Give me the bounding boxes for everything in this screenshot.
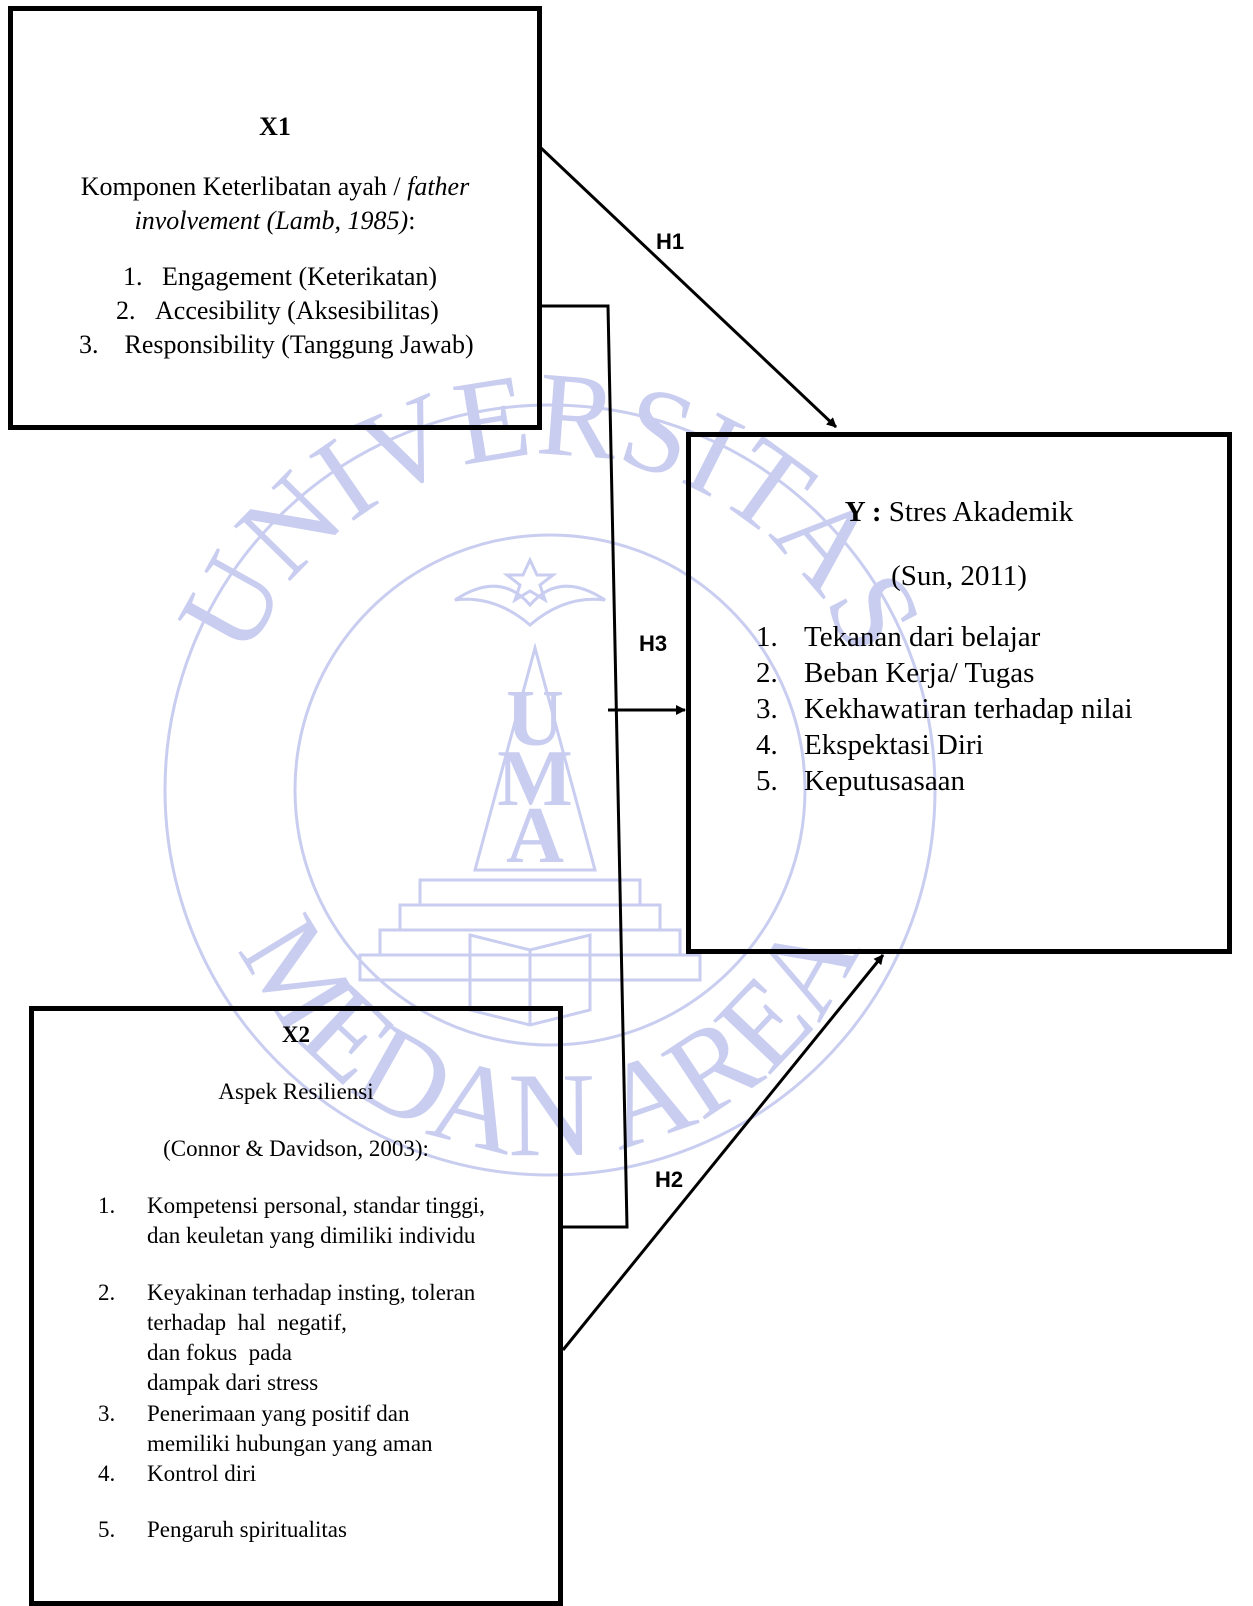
x1-item: 3. Responsibility (Tanggung Jawab): [79, 330, 474, 360]
x1-code: X1: [259, 112, 291, 141]
x1-item: 2. Accesibility (Aksesibilitas): [116, 296, 439, 326]
y-code: Y :: [844, 496, 882, 528]
x1-item-text: Engagement (Keterikatan): [162, 262, 438, 291]
x2-item-line: dan fokus pada: [147, 1340, 292, 1365]
monument-letter-a: A: [506, 792, 564, 880]
y-item-text: Tekanan dari belajar: [804, 621, 1041, 653]
x1-title: Komponen Keterlibatan ayah / father invo…: [8, 170, 542, 238]
y-item-num: 2.: [756, 657, 778, 689]
x2-source: (Connor & Davidson, 2003):: [163, 1136, 429, 1161]
y-item-num: 4.: [756, 729, 778, 761]
y-title: Y : Stres Akademik: [686, 496, 1232, 529]
x1-box: [8, 6, 542, 430]
h1-label: H1: [656, 229, 685, 254]
y-item-num: 5.: [756, 765, 778, 797]
y-item-text: Ekspektasi Diri: [804, 729, 984, 761]
monument-letter-m: M: [497, 735, 573, 823]
y-title-text: Stres Akademik: [881, 496, 1074, 528]
x1-item-text: Responsibility (Tanggung Jawab): [124, 330, 474, 359]
x2-item-line: dampak dari stress: [147, 1370, 319, 1395]
y-item-text: Keputusasaan: [804, 765, 966, 797]
x2-item-line: Kontrol diri: [147, 1461, 257, 1486]
monument-letter-u: U: [506, 675, 564, 763]
x2-item-num: 3.: [98, 1401, 116, 1426]
monument-icon: [358, 556, 702, 1027]
y-item-text: Beban Kerja/ Tugas: [804, 657, 1035, 689]
x1-item-text: Accesibility (Aksesibilitas): [155, 296, 439, 325]
x2-item-num: 4.: [98, 1461, 116, 1486]
x2-item-line: Kompetensi personal, standar tinggi,: [147, 1193, 485, 1218]
h3-label: H3: [639, 631, 668, 656]
x1-item-num: 3.: [79, 330, 99, 359]
y-item-num: 1.: [756, 621, 778, 653]
x2-code: X2: [281, 1022, 311, 1047]
x2-item-num: 1.: [98, 1193, 116, 1218]
y-box: [686, 432, 1232, 954]
y-item: 3. Kekhawatiran terhadap nilai: [756, 693, 1133, 726]
x2-item-line: Penerimaan yang positif dan: [147, 1401, 410, 1426]
h3-connector: [542, 304, 629, 1229]
x1-item: 1. Engagement (Keterikatan): [123, 262, 437, 292]
x2-item-line: Pengaruh spiritualitas: [147, 1517, 347, 1542]
x2-item-line: dan keuletan yang dimiliki individu: [147, 1223, 476, 1248]
x2-item-line: terhadap hal negatif,: [147, 1310, 347, 1335]
y-item: 4. Ekspektasi Diri: [756, 729, 984, 762]
y-item: 1. Tekanan dari belajar: [756, 621, 1040, 654]
y-item: 2. Beban Kerja/ Tugas: [756, 657, 1034, 690]
x1-title-italic-2: involvement (Lamb, 1985): [134, 206, 409, 235]
y-item-text: Kekhawatiran terhadap nilai: [804, 693, 1133, 725]
x1-item-num: 2.: [116, 296, 136, 325]
x2-item-line: Keyakinan terhadap insting, toleran: [147, 1280, 476, 1305]
x1-title-suffix: :: [408, 206, 416, 235]
x2-item-line: memiliki hubungan yang aman: [147, 1431, 433, 1456]
x1-title-italic-1: father: [407, 172, 470, 201]
y-item-num: 3.: [756, 693, 778, 725]
h2-arrow: [561, 954, 885, 1351]
x2-item-num: 2.: [98, 1280, 116, 1305]
x1-title-prefix: Komponen Keterlibatan ayah /: [80, 172, 408, 201]
x1-item-num: 1.: [123, 262, 143, 291]
y-item: 5. Keputusasaan: [756, 765, 965, 798]
h2-label: H2: [655, 1167, 684, 1192]
y-source: (Sun, 2011): [891, 560, 1027, 592]
x2-title: Aspek Resiliensi: [218, 1079, 374, 1104]
h1-arrow: [539, 146, 838, 429]
x2-item-num: 5.: [98, 1517, 116, 1542]
